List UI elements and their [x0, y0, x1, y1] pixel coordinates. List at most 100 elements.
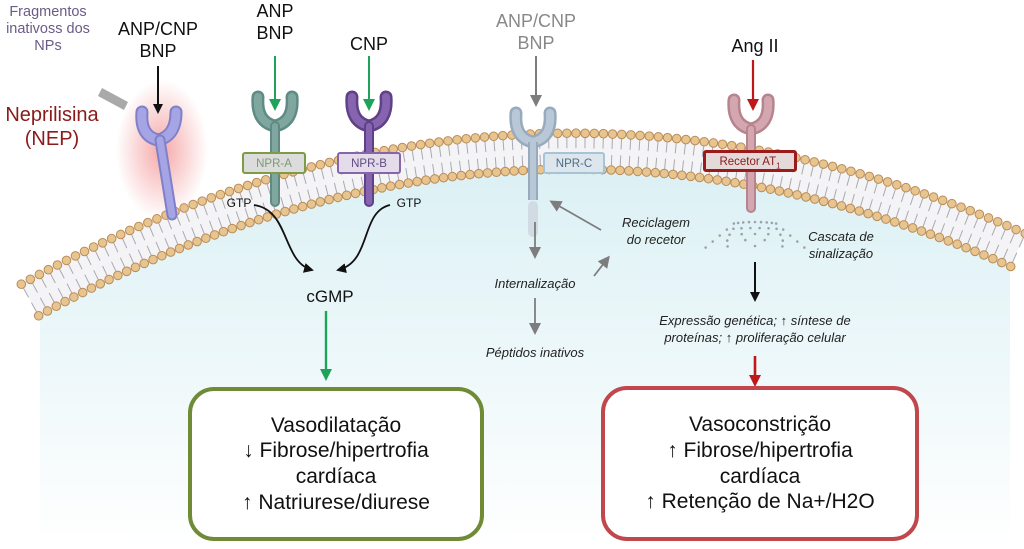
lipid-head — [971, 247, 980, 256]
lipid-head — [307, 163, 316, 172]
reciclagem-label: Reciclagem do recetor — [606, 214, 706, 248]
lipid-head — [246, 218, 255, 227]
lipid-head — [444, 137, 453, 146]
lipid-head — [254, 215, 263, 224]
at1-receptor-label: Recetor AT1 — [703, 150, 797, 172]
lipid-head — [929, 193, 938, 202]
lipid-head — [298, 202, 307, 211]
ligand-npr-a-label: ANP BNP — [240, 0, 310, 44]
lipid-head — [134, 222, 143, 231]
cascade-dot — [742, 221, 745, 224]
lipid-head — [281, 207, 290, 216]
lipid-head — [837, 202, 846, 211]
lipid-head — [166, 248, 175, 257]
lipid-head — [510, 167, 519, 176]
lipid-head — [948, 199, 957, 208]
lipid-head — [219, 227, 228, 236]
lipid-head — [784, 189, 793, 198]
lipid-head — [847, 167, 856, 176]
lipid-head — [975, 210, 984, 219]
lipid-head — [78, 288, 87, 297]
lipid-head — [395, 180, 404, 189]
lipid-head — [908, 224, 917, 233]
lipid-head — [691, 136, 700, 145]
lipid-head — [96, 280, 105, 289]
lipid-head — [43, 307, 52, 316]
lipid-head — [243, 181, 252, 190]
cascata-label: Cascata de sinalização — [794, 228, 888, 262]
lipid-head — [917, 227, 926, 236]
cascade-dot — [765, 221, 768, 224]
lipid-head — [1003, 221, 1012, 230]
cascade-dot — [789, 234, 792, 237]
lipid-head — [228, 224, 237, 233]
lipid-head — [263, 213, 272, 222]
lipid-head — [980, 251, 989, 260]
lipid-head — [873, 212, 882, 221]
lipid-head — [125, 226, 134, 235]
lipid-head — [307, 200, 316, 209]
lipid-head — [902, 183, 911, 192]
expressao-label: Expressão genética; ↑ síntese de proteín… — [630, 312, 880, 346]
lipid-head — [430, 175, 439, 184]
fragments-label: Fragmentos inativoss dos NPs — [0, 4, 96, 55]
lipid-head — [642, 168, 651, 177]
lipid-head — [466, 170, 475, 179]
lipid-head — [757, 183, 766, 192]
npr-b-label: NPR-B — [337, 152, 401, 174]
cascade-dot — [732, 227, 735, 230]
lipid-head — [801, 155, 810, 164]
lipid-head — [926, 230, 935, 239]
lipid-head — [407, 142, 416, 151]
lipid-head — [727, 141, 736, 150]
at1-receptor-text: Recetor AT — [719, 156, 776, 168]
lipid-head — [342, 191, 351, 200]
lipid-head — [607, 166, 616, 175]
lipid-head — [316, 160, 325, 169]
cascade-dot — [728, 233, 731, 236]
lipid-head — [207, 194, 216, 203]
lipid-head — [695, 173, 704, 182]
cgmp-label: cGMP — [290, 287, 370, 307]
gtp-right-label: GTP — [392, 197, 426, 211]
lipid-head — [1006, 262, 1015, 271]
at1-receptor-subscript: 1 — [776, 161, 780, 170]
lipid-head — [325, 195, 334, 204]
lipid-head — [997, 258, 1006, 267]
lipid-head — [351, 189, 360, 198]
lipid-head — [819, 197, 828, 206]
lipid-head — [837, 164, 846, 173]
lipid-head — [89, 243, 98, 252]
lipid-head — [62, 256, 71, 265]
lipid-head — [709, 139, 718, 148]
cascade-dot — [726, 239, 729, 242]
lipid-head — [325, 158, 334, 167]
lipid-head — [766, 185, 775, 194]
lipid-head — [944, 237, 953, 246]
lipid-head — [422, 176, 431, 185]
lipid-head — [819, 160, 828, 169]
lipid-head — [957, 203, 966, 212]
lipid-head — [713, 176, 722, 185]
cascade-dot — [775, 222, 778, 225]
lipid-head — [140, 259, 149, 268]
cascade-dot — [763, 239, 766, 242]
lipid-head — [71, 252, 80, 261]
npr-c-label: NPR-C — [543, 152, 605, 174]
lipid-head — [678, 171, 687, 180]
lipid-head — [17, 280, 26, 289]
lipid-head — [435, 138, 444, 147]
lipid-head — [334, 193, 343, 202]
lipid-head — [660, 169, 669, 178]
lipid-head — [882, 215, 891, 224]
lipid-head — [855, 207, 864, 216]
lipid-head — [44, 265, 53, 274]
cascade-dot — [711, 240, 714, 243]
lipid-head — [261, 175, 270, 184]
lipid-head — [149, 255, 158, 264]
lipid-head — [874, 175, 883, 184]
lipid-head — [316, 198, 325, 207]
lipid-head — [856, 169, 865, 178]
cascade-dot — [771, 222, 774, 225]
